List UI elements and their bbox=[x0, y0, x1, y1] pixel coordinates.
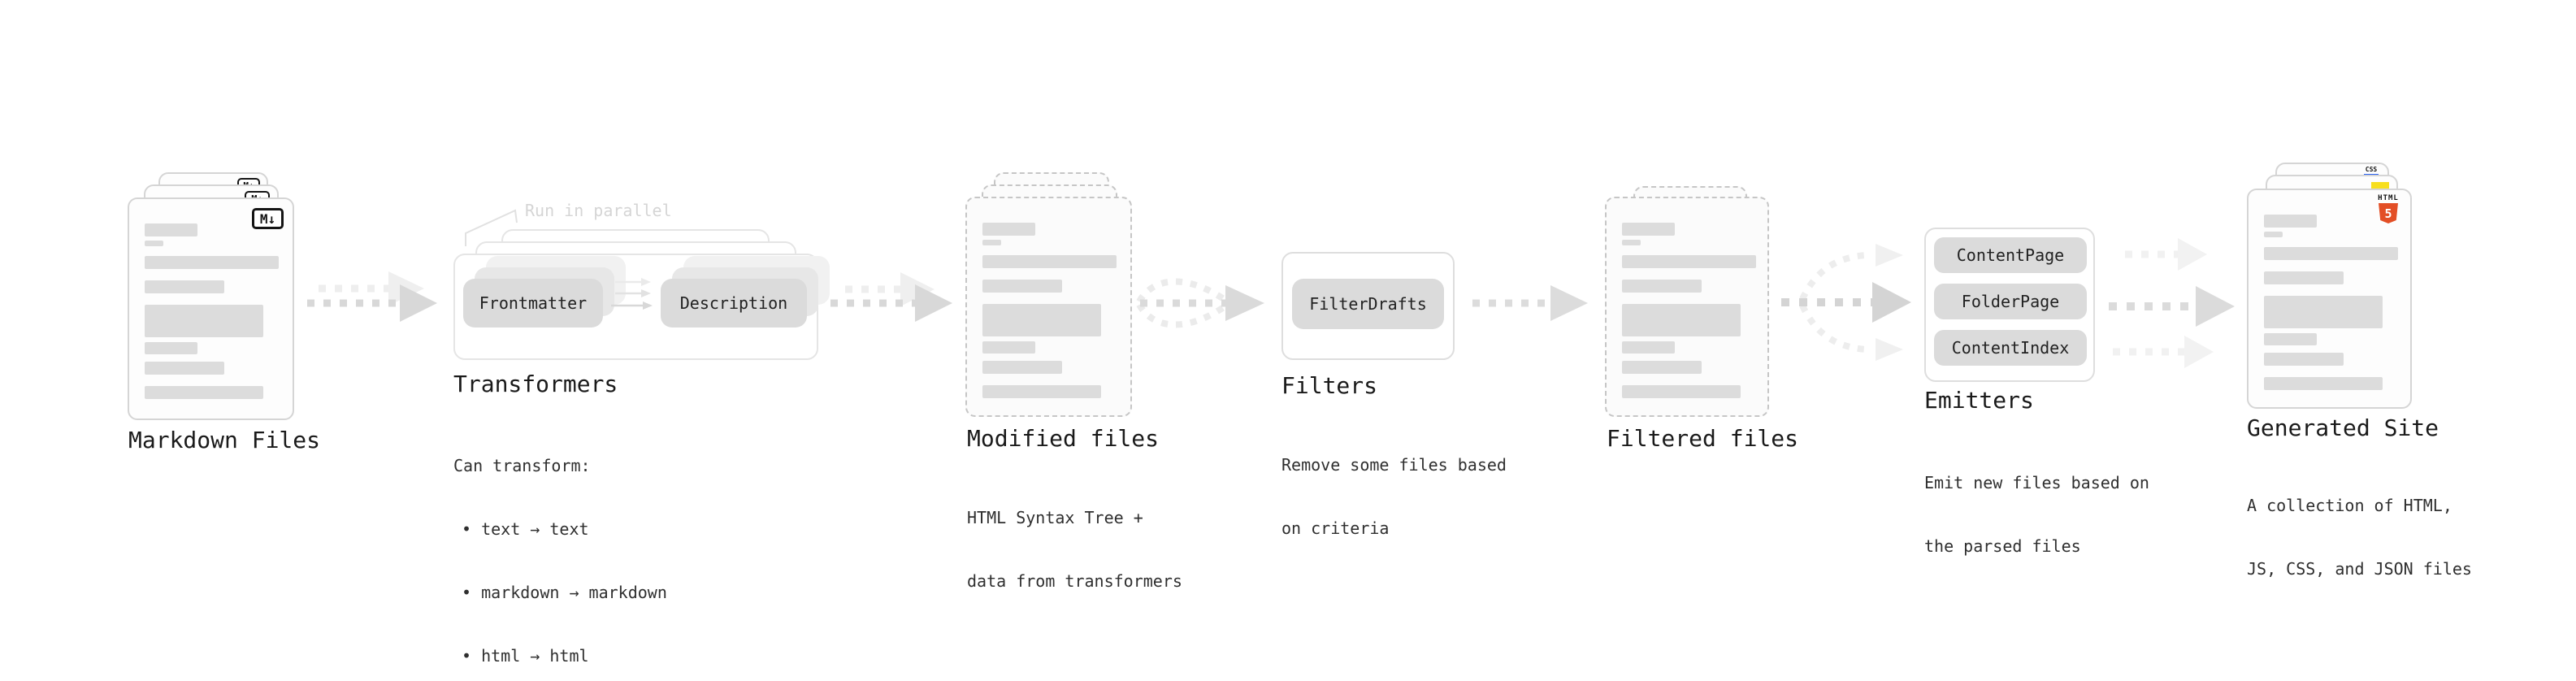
doc-placeholder-line bbox=[145, 342, 197, 354]
file-card-front bbox=[1605, 197, 1769, 417]
doc-placeholder-line bbox=[982, 240, 1001, 245]
emitters-title: Emitters bbox=[1924, 387, 2034, 414]
doc-placeholder-line bbox=[2264, 333, 2317, 345]
desc-line: on criteria bbox=[1281, 518, 1390, 538]
doc-placeholder-line bbox=[1622, 240, 1641, 245]
modified-files-description: HTML Syntax Tree + data from transformer… bbox=[967, 465, 1182, 634]
file-card-front: M↓ bbox=[128, 197, 294, 420]
markdown-icon: M↓ bbox=[252, 208, 284, 229]
modified-files-title: Modified files bbox=[967, 425, 1160, 452]
file-card-front bbox=[965, 197, 1132, 417]
doc-placeholder-line bbox=[2264, 232, 2283, 237]
desc-line: A collection of HTML, bbox=[2247, 496, 2452, 515]
doc-placeholder-line bbox=[145, 223, 197, 236]
desc-line: the parsed files bbox=[1924, 536, 2081, 556]
desc-line: • text → text bbox=[462, 519, 589, 539]
desc-line: data from transformers bbox=[967, 571, 1182, 591]
markdown-files-title: Markdown Files bbox=[128, 427, 321, 453]
contentindex-pill: ContentIndex bbox=[1934, 330, 2087, 366]
doc-placeholder-line bbox=[982, 361, 1062, 374]
desc-line: Emit new files based on bbox=[1924, 473, 2149, 492]
arrow-markdown-to-transformers bbox=[307, 271, 437, 322]
doc-placeholder-line bbox=[1622, 361, 1702, 374]
doc-placeholder-line bbox=[982, 255, 1117, 268]
arrow-filters-to-filtered bbox=[1472, 285, 1588, 321]
generated-site-description: A collection of HTML, JS, CSS, and JSON … bbox=[2247, 453, 2472, 622]
doc-placeholder-line bbox=[1622, 255, 1756, 268]
doc-placeholder-line bbox=[145, 241, 163, 246]
doc-placeholder-line bbox=[1622, 223, 1675, 236]
doc-placeholder-line bbox=[1622, 280, 1702, 293]
doc-placeholder-line bbox=[145, 362, 224, 375]
arrow-modified-to-filters bbox=[1136, 278, 1264, 328]
doc-placeholder-line bbox=[2264, 296, 2383, 328]
arrow-emitters-to-generated bbox=[2109, 238, 2235, 368]
desc-line: • html → html bbox=[462, 646, 589, 666]
run-in-parallel-note: Run in parallel bbox=[525, 201, 672, 220]
doc-placeholder-line bbox=[2264, 215, 2317, 228]
filters-title: Filters bbox=[1281, 372, 1378, 399]
doc-placeholder-line bbox=[982, 341, 1035, 354]
transformers-title: Transformers bbox=[453, 371, 618, 397]
doc-placeholder-line bbox=[982, 385, 1101, 398]
filtered-files-title: Filtered files bbox=[1607, 425, 1799, 452]
desc-line: Remove some files based bbox=[1281, 455, 1507, 475]
doc-placeholder-line bbox=[145, 305, 263, 337]
description-pill: Description bbox=[661, 279, 807, 327]
frontmatter-pill: Frontmatter bbox=[463, 279, 603, 327]
arrow-filtered-to-emitters bbox=[1781, 244, 1911, 361]
contentpage-pill: ContentPage bbox=[1934, 237, 2087, 273]
html5-shield: 5 bbox=[2379, 203, 2398, 223]
transformers-description: Can transform: • text → text • markdown … bbox=[453, 413, 667, 681]
doc-placeholder-line bbox=[2264, 377, 2383, 390]
doc-placeholder-line bbox=[145, 280, 224, 293]
desc-line: HTML Syntax Tree + bbox=[967, 508, 1143, 527]
doc-placeholder-line bbox=[145, 386, 263, 399]
emitters-description: Emit new files based on the parsed files bbox=[1924, 430, 2149, 599]
folderpage-pill: FolderPage bbox=[1934, 284, 2087, 319]
doc-placeholder-line bbox=[1622, 341, 1675, 354]
svg-text:5: 5 bbox=[2384, 206, 2392, 221]
doc-placeholder-line bbox=[982, 304, 1101, 336]
doc-placeholder-line bbox=[145, 256, 279, 269]
desc-line: • markdown → markdown bbox=[462, 583, 667, 602]
doc-placeholder-line bbox=[982, 223, 1035, 236]
file-card-front: HTML 5 bbox=[2247, 189, 2412, 409]
doc-placeholder-line bbox=[2264, 247, 2398, 260]
generated-site-title: Generated Site bbox=[2247, 414, 2439, 441]
doc-placeholder-line bbox=[2264, 353, 2344, 366]
doc-placeholder-line bbox=[1622, 385, 1741, 398]
desc-line: JS, CSS, and JSON files bbox=[2247, 559, 2472, 579]
filters-description: Remove some files based on criteria bbox=[1281, 412, 1507, 581]
filterdrafts-pill: FilterDrafts bbox=[1292, 279, 1444, 329]
doc-placeholder-line bbox=[982, 280, 1062, 293]
doc-placeholder-line bbox=[2264, 271, 2344, 284]
js-icon bbox=[2371, 182, 2389, 189]
html5-icon: HTML 5 bbox=[2376, 194, 2400, 228]
doc-placeholder-line bbox=[1622, 304, 1741, 336]
desc-line: Can transform: bbox=[453, 456, 591, 475]
arrow-transformers-to-modified bbox=[830, 272, 952, 322]
